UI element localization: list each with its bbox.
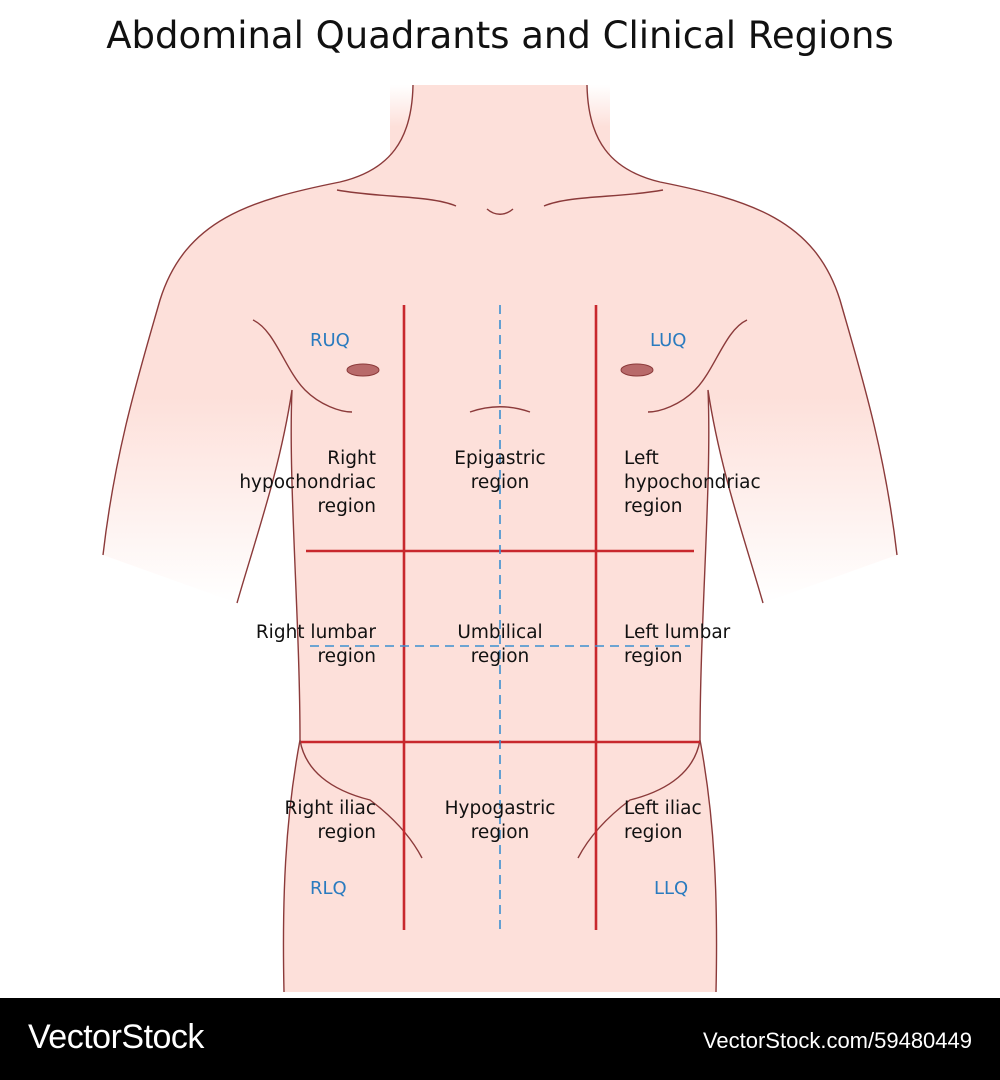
- watermark-brand: VectorStock: [28, 1018, 204, 1056]
- neck-fade: [390, 85, 610, 205]
- label-line: region: [470, 472, 530, 493]
- region-right-hypochondriac: Right hypochondriac region: [239, 448, 376, 517]
- label-line: region: [624, 822, 683, 843]
- label-line: region: [470, 822, 530, 843]
- quadrant-label-rlq: RLQ: [310, 878, 347, 899]
- label-line: Left iliac: [624, 798, 702, 819]
- label-line: region: [317, 646, 376, 667]
- label-line: Right lumbar: [255, 622, 376, 643]
- label-line: Epigastric: [454, 448, 546, 469]
- region-left-hypochondriac: Left hypochondriac region: [624, 447, 761, 519]
- region-left-lumbar: Left lumbar region: [624, 621, 730, 669]
- region-left-iliac: Left iliac region: [624, 797, 702, 845]
- quadrant-lines: [310, 305, 690, 930]
- label-line: Left: [624, 448, 659, 469]
- region-right-iliac: Right iliac region: [284, 797, 376, 845]
- region-hypogastric: Hypogastric region: [420, 797, 580, 845]
- quadrant-label-luq: LUQ: [650, 330, 687, 351]
- quadrant-label-llq: LLQ: [654, 878, 689, 899]
- region-right-lumbar: Right lumbar region: [256, 621, 376, 669]
- label-line: Umbilical: [457, 622, 543, 643]
- label-line: Right iliac: [284, 798, 376, 819]
- label-line: region: [470, 646, 530, 667]
- label-line: Hypogastric: [444, 798, 556, 819]
- region-umbilical: Umbilical region: [420, 621, 580, 669]
- left-nipple: [620, 363, 654, 377]
- label-line: region: [624, 496, 683, 517]
- diagram-title: Abdominal Quadrants and Clinical Regions: [106, 14, 894, 57]
- right-nipple: [346, 363, 380, 377]
- quadrant-label-ruq: RUQ: [310, 330, 350, 351]
- footer-bar: VectorStock VectorStock.com/59480449: [0, 998, 1000, 1080]
- region-epigastric: Epigastric region: [420, 447, 580, 495]
- label-line: region: [317, 822, 376, 843]
- torso-diagram: [102, 84, 898, 993]
- body-outline: [102, 84, 898, 993]
- label-line: region: [624, 646, 683, 667]
- watermark-reference: VectorStock.com/59480449: [702, 1028, 972, 1053]
- label-line: hypochondriac: [624, 472, 761, 493]
- label-line: Left lumbar: [624, 622, 731, 643]
